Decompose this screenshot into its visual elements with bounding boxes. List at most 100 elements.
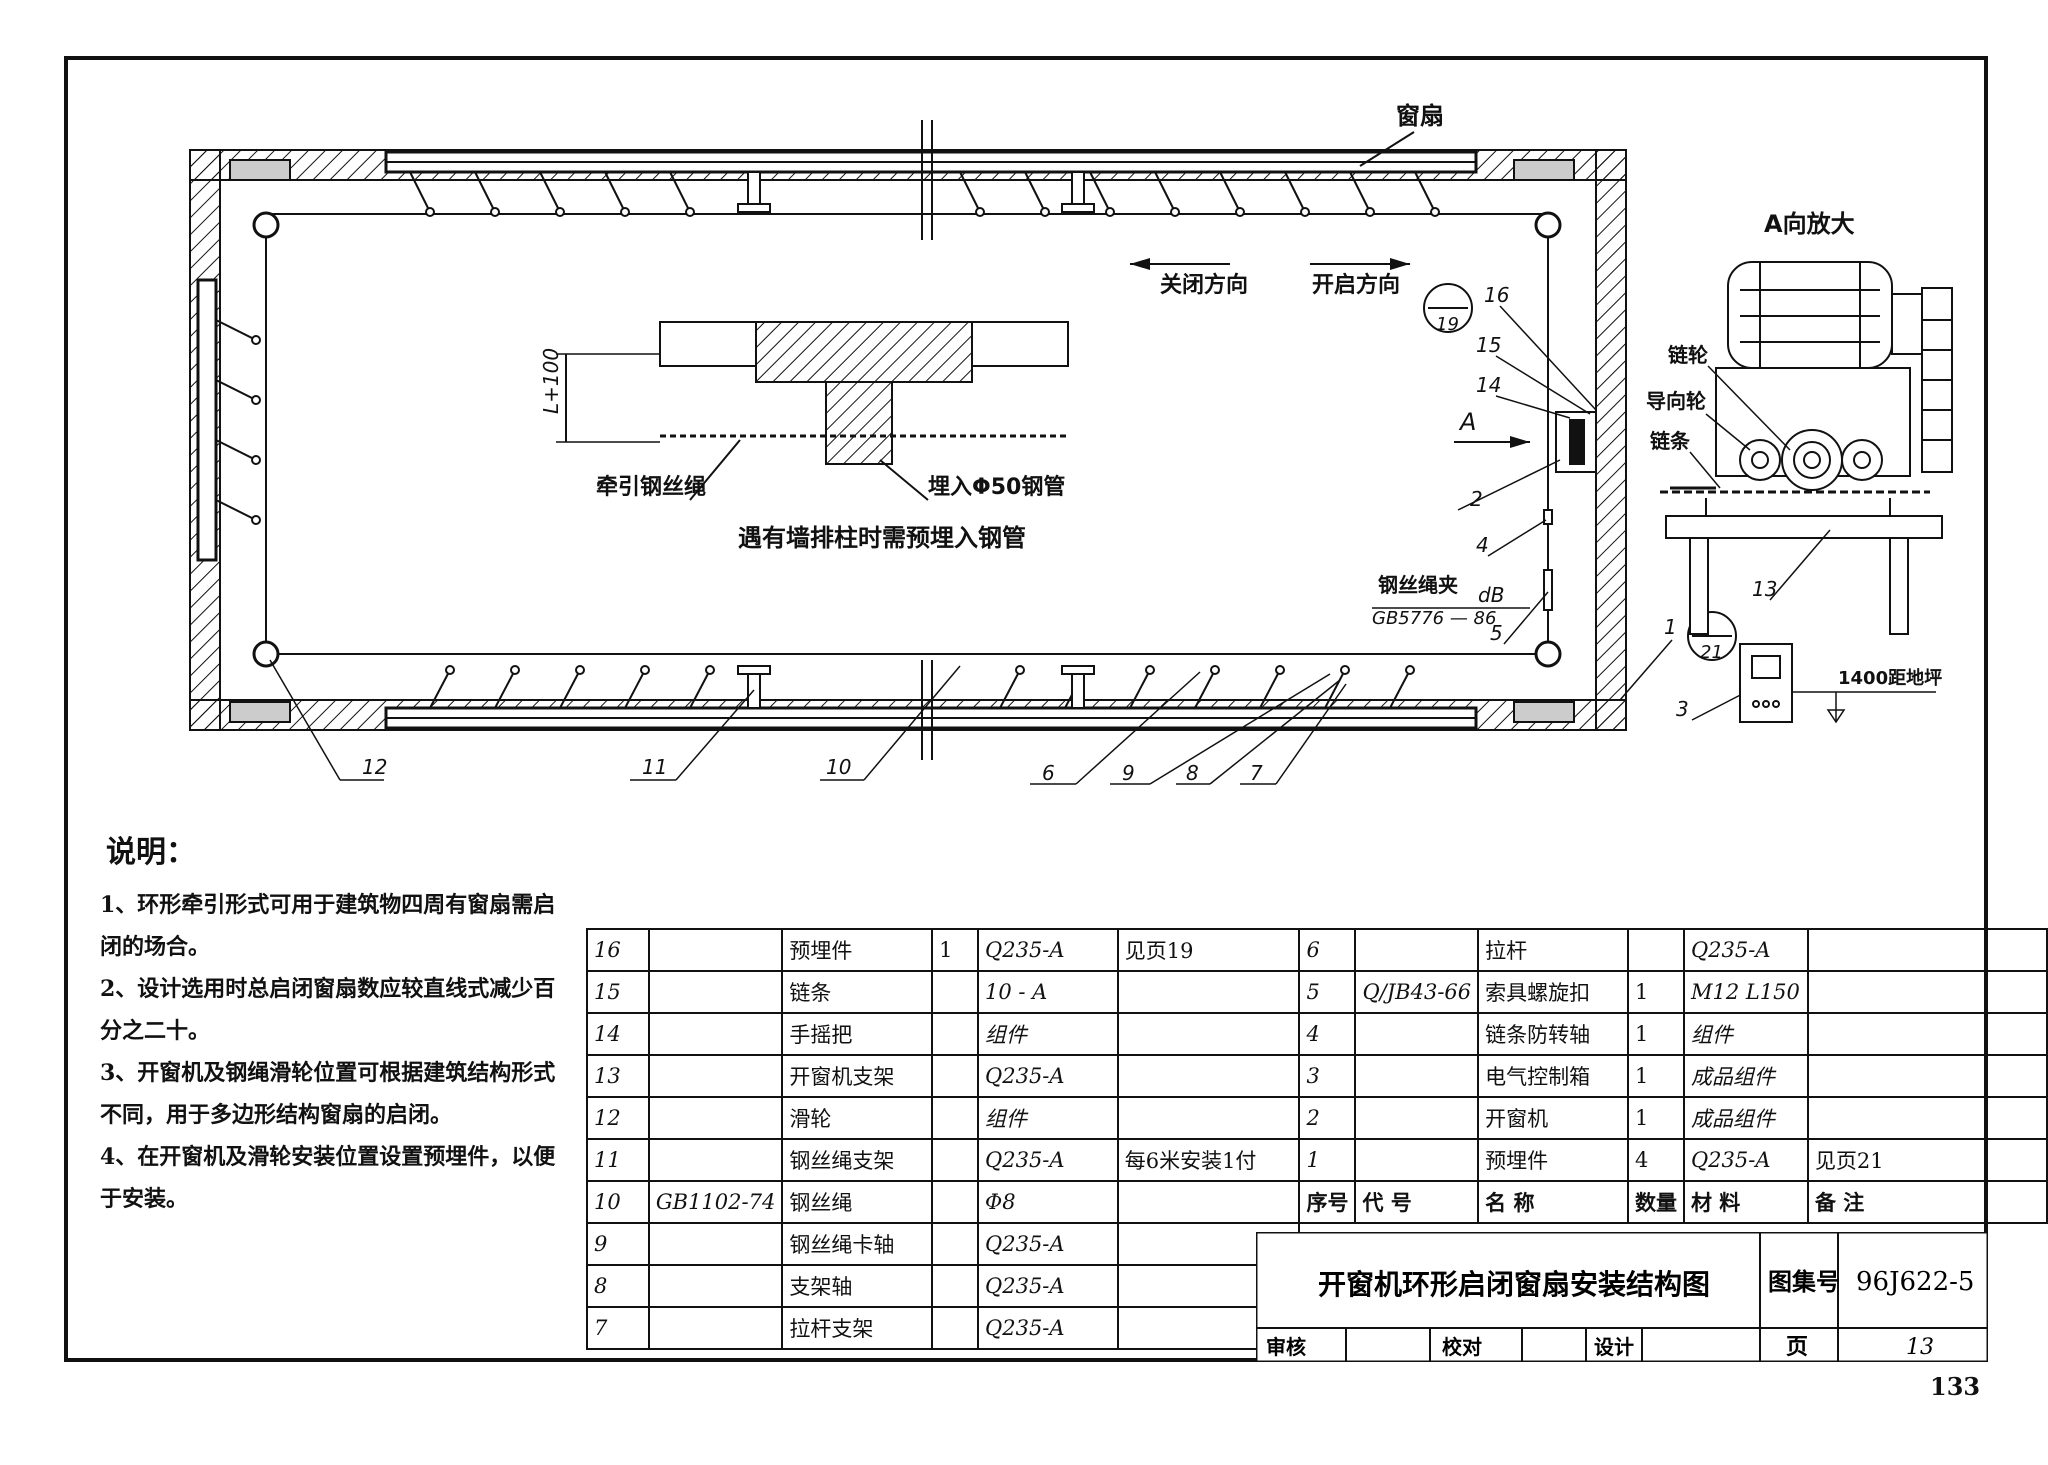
bom-cell-name: 滑轮 <box>781 1096 934 1140</box>
bom-cell-mat: Q235-A <box>977 928 1119 972</box>
column-note: 遇有墙排柱时需预埋入钢管 <box>738 524 1026 552</box>
bom-header-code: 代 号 <box>1354 1180 1480 1224</box>
bom-cell-qty <box>931 1096 979 1140</box>
bom-cell-name: 手摇把 <box>781 1012 934 1056</box>
corner-pulley <box>252 211 1562 668</box>
svg-text:GB5776 — 86: GB5776 — 86 <box>1372 608 1496 629</box>
bom-cell-note <box>1116 1180 1301 1224</box>
window-sash-label: 窗扇 <box>1396 102 1444 130</box>
bom-cell-no: 15 <box>586 970 650 1014</box>
bom-cell-note: 见页19 <box>1116 928 1301 972</box>
bom-cell-note <box>1116 970 1301 1014</box>
design-notes: 说明： 1、环形牵引形式可用于建筑物四周有窗扇需启闭的场合。 2、设计选用时总启… <box>100 832 560 1220</box>
detail-dimension: L+100 <box>539 348 563 414</box>
bom-cell-name: 钢丝绳卡轴 <box>781 1222 934 1266</box>
svg-text:1400距地坪: 1400距地坪 <box>1838 667 1942 689</box>
bom-cell-mat: Q235-A <box>977 1054 1119 1098</box>
callout-6: 6 <box>1042 761 1055 785</box>
bom-cell-code <box>1354 1096 1480 1140</box>
view-a-arrow: A <box>1454 408 1530 448</box>
callout-7: 7 <box>1250 761 1263 785</box>
page-number: 133 <box>1930 1372 1981 1401</box>
bom-cell-no: 3 <box>1298 1054 1357 1098</box>
bom-cell-no: 16 <box>586 928 650 972</box>
callout-16: 16 <box>1484 283 1509 307</box>
bom-cell-code <box>647 970 784 1014</box>
embed-pipe-label: 埋入Φ50钢管 <box>928 474 1065 500</box>
bom-cell-name: 拉杆 <box>1477 928 1629 972</box>
bom-cell-note: 每6米安装1付 <box>1116 1138 1301 1182</box>
notes-heading: 说明： <box>106 835 196 870</box>
pull-rods-left <box>215 319 261 525</box>
guide-wheel-label: 导向轮 <box>1646 389 1706 413</box>
bom-cell-name: 链条防转轴 <box>1477 1012 1629 1056</box>
bom-cell-name: 支架轴 <box>781 1264 934 1308</box>
traction-wire-label: 牵引钢丝绳 <box>596 474 706 500</box>
note-item: 3、开窗机及钢绳滑轮位置可根据建筑结构形式不同，用于多边形结构窗扇的启闭。 <box>100 1060 556 1128</box>
callout-9: 9 <box>1122 761 1135 785</box>
bom-cell-code <box>647 1054 784 1098</box>
chain-line <box>1660 486 1930 494</box>
drawing-title: 开窗机环形启闭窗扇安装结构图 <box>1318 1268 1710 1301</box>
bom-header-qty: 数量 <box>1626 1180 1685 1224</box>
bom-cell-name: 开窗机支架 <box>781 1054 934 1098</box>
bom-cell-qty: 4 <box>1626 1138 1685 1182</box>
bom-cell-mat: M12 L150 <box>1682 970 1809 1014</box>
callout-11: 11 <box>642 755 667 779</box>
svg-text:校对: 校对 <box>1442 1335 1482 1359</box>
bom-cell-qty <box>931 1264 979 1308</box>
svg-text:页: 页 <box>1786 1334 1808 1360</box>
bom-cell-mat: Q235-A <box>977 1138 1119 1182</box>
building-wall <box>189 149 1627 731</box>
bom-cell-mat: 组件 <box>1682 1012 1809 1056</box>
bom-cell-qty <box>931 1138 979 1182</box>
callout-10: 10 <box>826 755 851 779</box>
window-opener-unit <box>1543 350 1597 611</box>
bom-cell-note <box>1116 1012 1301 1056</box>
bom-cell-code <box>1354 928 1480 972</box>
bom-cell-mat: Q235-A <box>1682 1138 1809 1182</box>
bom-cell-name: 电气控制箱 <box>1477 1054 1629 1098</box>
bom-cell-no: 2 <box>1298 1096 1357 1140</box>
pulley-wheel <box>1891 287 1953 473</box>
bom-cell-mat: 组件 <box>977 1012 1119 1056</box>
window-sash-left <box>196 278 218 562</box>
bom-cell-name: 钢丝绳 <box>781 1180 934 1224</box>
bom-cell-code <box>647 928 784 972</box>
bom-cell-qty <box>931 1180 979 1224</box>
bom-cell-mat: 10 - A <box>977 970 1119 1014</box>
bom-cell-no: 12 <box>586 1096 650 1140</box>
callout-15: 15 <box>1476 333 1501 357</box>
bom-cell-mat: Q235-A <box>977 1264 1119 1308</box>
bom-cell-qty: 1 <box>931 928 979 972</box>
bom-cell-no: 8 <box>586 1264 650 1308</box>
bom-cell-mat: Q235-A <box>1682 928 1809 972</box>
bom-cell-no: 11 <box>586 1138 650 1182</box>
svg-text:21: 21 <box>1700 642 1723 663</box>
bom-cell-name: 开窗机 <box>1477 1096 1629 1140</box>
bom-cell-qty <box>931 1222 979 1266</box>
bom-cell-code <box>647 1264 784 1308</box>
bom-cell-mat: Q235-A <box>977 1306 1119 1350</box>
note-item: 2、设计选用时总启闭窗扇数应较直线式减少百分之二十。 <box>100 976 556 1044</box>
view-a-enlarged: A向放大 <box>1646 210 1953 635</box>
bom-cell-note: 见页21 <box>1806 1138 2048 1182</box>
bom-cell-no: 9 <box>586 1222 650 1266</box>
note-item: 1、环形牵引形式可用于建筑物四周有窗扇需启闭的场合。 <box>100 892 556 960</box>
svg-text:审核: 审核 <box>1266 1335 1306 1359</box>
bom-cell-no: 7 <box>586 1306 650 1350</box>
open-direction-label: 开启方向 <box>1312 272 1400 298</box>
close-direction-label: 关闭方向 <box>1160 272 1248 298</box>
callout-1: 1 <box>1664 615 1677 639</box>
atlas-label: 图集号 <box>1768 1267 1840 1296</box>
bom-cell-qty: 1 <box>1626 1096 1685 1140</box>
motor <box>1727 261 1893 369</box>
sprocket-label: 链轮 <box>1668 343 1708 367</box>
